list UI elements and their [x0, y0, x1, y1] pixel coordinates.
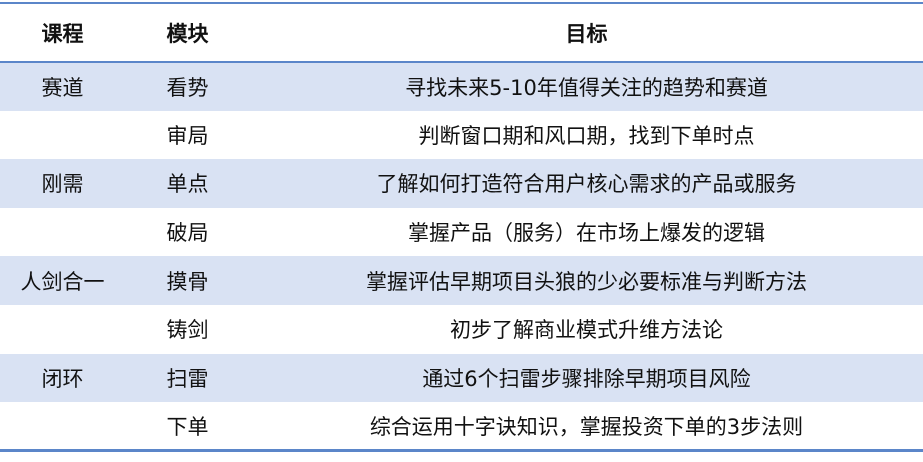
header-module: 模块	[125, 2, 250, 63]
goal-cell: 初步了解商业模式升维方法论	[450, 318, 723, 343]
goal-cell: 掌握评估早期项目头狼的少必要标准与判断方法	[366, 269, 807, 294]
goal-cell: 掌握产品（服务）在市场上爆发的逻辑	[408, 221, 765, 246]
course-cell: 闭环	[41, 366, 84, 391]
table-row: 下单 综合运用十字诀知识，掌握投资下单的3步法则	[0, 402, 923, 453]
table-row: 赛道 看势 寻找未来5-10年值得关注的趋势和赛道	[0, 62, 923, 111]
course-table: 课程 模块 目标 赛道 看势 寻找未来5-10年值得关注的趋势和赛道 审局 判断…	[0, 2, 923, 453]
module-cell: 摸骨	[166, 269, 209, 294]
header-goal: 目标	[250, 2, 923, 63]
table-row: 破局 掌握产品（服务）在市场上爆发的逻辑	[0, 208, 923, 257]
header-course: 课程	[0, 2, 125, 63]
table-row: 闭环 扫雷 通过6个扫雷步骤排除早期项目风险	[0, 353, 923, 403]
table-row: 刚需 单点 了解如何打造符合用户核心需求的产品或服务	[0, 159, 923, 208]
course-cell	[0, 402, 125, 453]
course-cell: 赛道	[41, 75, 84, 100]
course-cell: 刚需	[41, 172, 84, 197]
goal-cell: 综合运用十字诀知识，掌握投资下单的3步法则	[250, 402, 923, 453]
module-cell: 破局	[166, 221, 209, 246]
goal-cell: 判断窗口期和风口期，找到下单时点	[418, 123, 755, 148]
course-cell	[0, 305, 125, 354]
table-row: 审局 判断窗口期和风口期，找到下单时点	[0, 111, 923, 160]
module-cell: 下单	[125, 402, 250, 453]
module-cell: 单点	[166, 172, 209, 197]
table-row: 铸剑 初步了解商业模式升维方法论	[0, 305, 923, 354]
goal-cell: 了解如何打造符合用户核心需求的产品或服务	[376, 172, 797, 197]
table-row: 人剑合一 摸骨 掌握评估早期项目头狼的少必要标准与判断方法	[0, 256, 923, 305]
module-cell: 铸剑	[166, 318, 209, 343]
course-cell: 人剑合一	[20, 269, 105, 294]
course-cell	[0, 111, 125, 160]
table-header-row: 课程 模块 目标	[0, 2, 923, 63]
course-cell	[0, 208, 125, 257]
module-cell: 看势	[166, 75, 209, 100]
module-cell: 扫雷	[166, 366, 209, 391]
goal-cell: 寻找未来5-10年值得关注的趋势和赛道	[405, 75, 768, 100]
module-cell: 审局	[166, 123, 209, 148]
goal-cell: 通过6个扫雷步骤排除早期项目风险	[422, 366, 751, 391]
